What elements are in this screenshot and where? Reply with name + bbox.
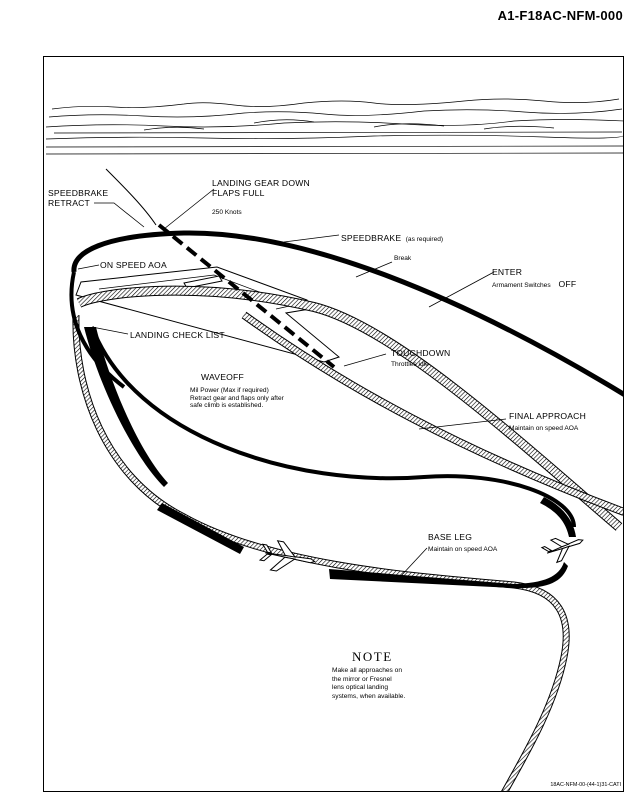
- note-title: NOTE: [352, 649, 393, 664]
- waveoff-label: WAVEOFF: [201, 372, 244, 382]
- hatched-track: [72, 285, 623, 791]
- base-leg-instruction: Maintain on speed AOA: [428, 546, 498, 553]
- aircraft-final-icon: [540, 537, 584, 564]
- touchdown-label: TOUCHDOWN: [391, 348, 451, 358]
- break-label: Break: [394, 255, 412, 262]
- landing-check-list-label: LANDING CHECK LIST: [130, 330, 225, 340]
- final-approach-label: FINAL APPROACH: [509, 411, 586, 421]
- landing-pattern-diagram: [45, 98, 623, 791]
- diagram-frame: SPEEDBRAKE RETRACT LANDING GEAR DOWN FLA…: [43, 56, 624, 792]
- landing-gear-down-label: LANDING GEAR DOWN FLAPS FULL: [212, 178, 310, 198]
- enter-label: ENTER: [492, 267, 523, 277]
- waveoff-instructions: Mil Power (Max if required) Retract gear…: [190, 387, 284, 410]
- downwind-base-segments: [84, 327, 576, 589]
- horizon-clouds: [45, 98, 623, 155]
- speedbrake-label: SPEEDBRAKE (as required): [341, 233, 444, 243]
- armament-switches-label: Armament Switches OFF: [492, 279, 577, 289]
- leader-lines: [77, 188, 507, 578]
- speedbrake-retract-label: SPEEDBRAKE RETRACT: [48, 188, 109, 208]
- base-leg-label: BASE LEG: [428, 532, 473, 542]
- aircraft-base-leg-icon: [258, 540, 316, 572]
- final-approach-instruction: Maintain on speed AOA: [509, 425, 579, 432]
- runway: [75, 266, 341, 363]
- on-speed-aoa-label: ON SPEED AOA: [100, 260, 167, 270]
- document-id: A1-F18AC-NFM-000: [497, 8, 623, 23]
- throttles-idle-label: Throttles idle: [391, 361, 429, 368]
- break-pattern-path: [69, 230, 623, 528]
- note-body: Make all approaches on the mirror or Fre…: [332, 667, 406, 701]
- approach-dashed-line: [105, 168, 336, 369]
- knots-label: 250 Knots: [212, 209, 242, 216]
- figure-reference: 18AC-NFM-00-(44-1)31-CATI: [550, 782, 621, 788]
